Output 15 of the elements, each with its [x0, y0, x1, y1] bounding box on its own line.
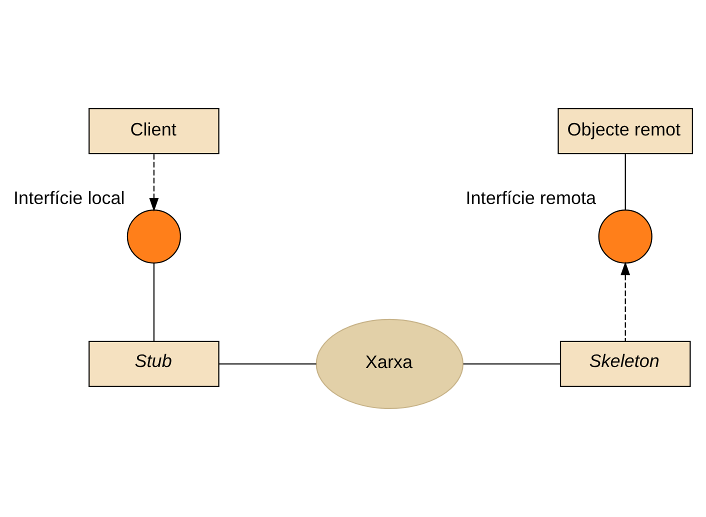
- node-box: Stub: [88, 340, 220, 388]
- node-label: Interfície remota: [466, 188, 596, 208]
- node-circle: [126, 209, 182, 264]
- node-label: Interfície local: [14, 188, 125, 208]
- arrow: [620, 262, 630, 342]
- node-circle: [598, 209, 652, 264]
- connector: [153, 263, 155, 342]
- node-box: Client: [88, 108, 220, 154]
- node-ellipse: Xarxa: [316, 318, 464, 410]
- connector: [624, 154, 626, 210]
- connector: [463, 363, 560, 364]
- arrow: [149, 154, 159, 212]
- node-box: Objecte remot: [558, 108, 694, 154]
- connector: [218, 363, 316, 364]
- node-box: Skeleton: [560, 340, 691, 388]
